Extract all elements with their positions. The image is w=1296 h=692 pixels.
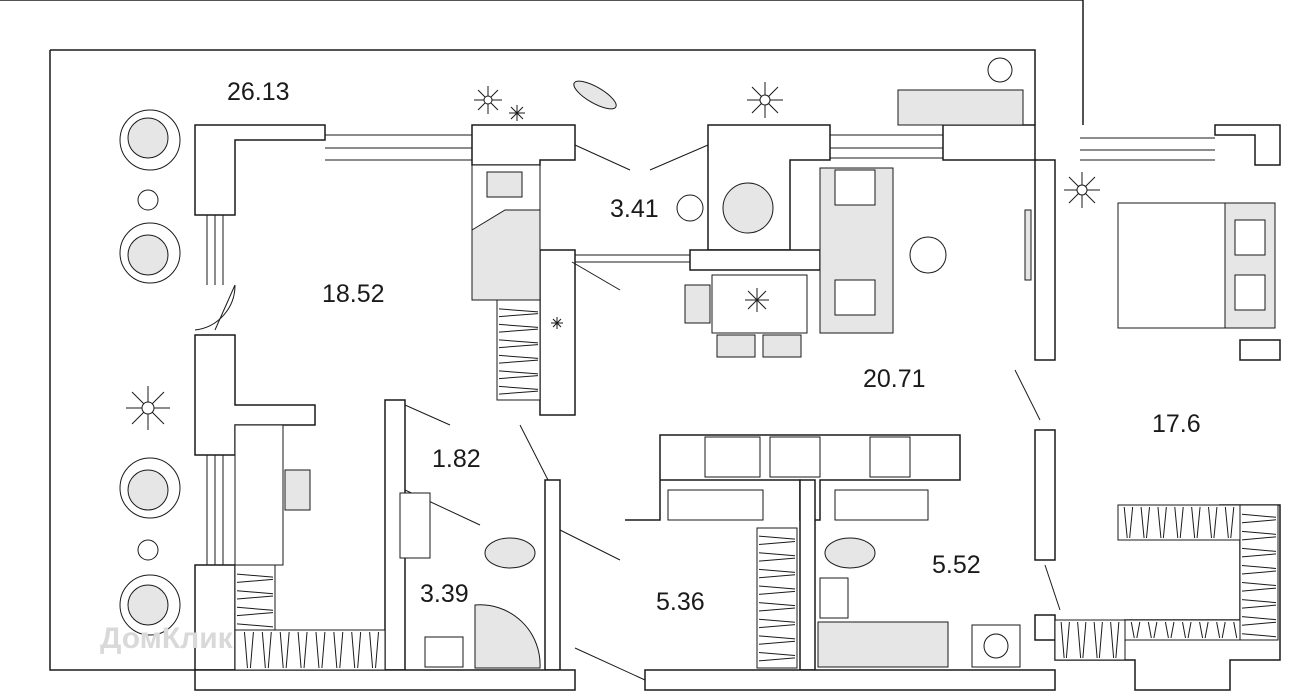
hatch-lines — [1060, 621, 1120, 659]
plant-icons — [126, 80, 1100, 430]
plant-icon — [551, 317, 563, 329]
wardrobe-hatching — [236, 308, 1277, 669]
area-label-hall-small: 3.41 — [610, 195, 659, 223]
area-labels: 26.13 18.52 3.41 1.82 3.39 5.36 20.71 5.… — [227, 78, 1201, 616]
hatch-lines — [1130, 621, 1238, 639]
area-label-bedroom-right: 17.6 — [1152, 410, 1201, 438]
hatch-lines — [1123, 506, 1235, 539]
area-label-room-left: 18.52 — [322, 280, 385, 308]
furniture — [119, 57, 1279, 671]
animal-icon — [573, 80, 617, 110]
hatch-lines — [243, 631, 380, 669]
plant-icon — [745, 288, 769, 312]
windows — [206, 134, 1215, 565]
hatch-lines — [498, 308, 539, 395]
terrace-outline — [0, 0, 1084, 671]
plant-icon — [1064, 172, 1100, 208]
plant-icon — [509, 105, 525, 121]
area-label-kitchen-living: 20.71 — [863, 365, 926, 393]
area-label-corridor: 1.82 — [432, 445, 481, 473]
doors — [194, 144, 1061, 681]
area-label-bath-right: 5.52 — [932, 551, 981, 579]
hatch-lines — [1241, 513, 1277, 638]
hatch-lines — [758, 535, 796, 662]
watermark: ДомКлик — [100, 622, 234, 655]
plant-icon — [474, 86, 502, 114]
plant-icon — [747, 82, 783, 118]
hatch-lines — [236, 573, 274, 628]
plant-icon — [126, 386, 170, 430]
area-label-bath-left: 3.39 — [420, 580, 469, 608]
area-label-hallway: 5.36 — [656, 588, 705, 616]
area-label-terrace: 26.13 — [227, 78, 290, 106]
